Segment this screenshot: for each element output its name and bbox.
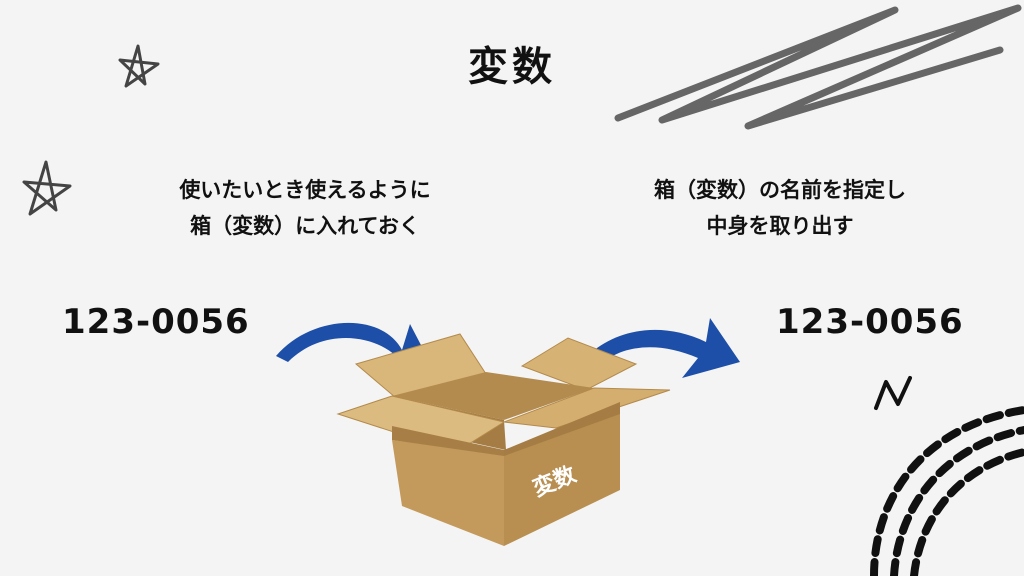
- squiggle-icon: [874, 376, 912, 410]
- right-caption-line1: 箱（変数）の名前を指定し: [654, 178, 906, 202]
- star-icon: [22, 160, 72, 216]
- right-value: 123-0056: [776, 302, 964, 342]
- right-caption: 箱（変数）の名前を指定し 中身を取り出す: [580, 172, 980, 244]
- page-title: 変数: [468, 44, 556, 90]
- left-caption-line1: 使いたいとき使えるように: [179, 178, 431, 202]
- star-icon: [118, 44, 160, 88]
- right-caption-line2: 中身を取り出す: [706, 214, 854, 238]
- arrow-out-of-box-icon: [580, 318, 740, 378]
- left-caption-line2: 箱（変数）に入れておく: [190, 214, 420, 238]
- dashed-arc-decoration: [870, 406, 1024, 576]
- left-value: 123-0056: [62, 302, 250, 342]
- cardboard-box-image: 変数: [336, 333, 671, 546]
- left-caption: 使いたいとき使えるように 箱（変数）に入れておく: [130, 172, 480, 244]
